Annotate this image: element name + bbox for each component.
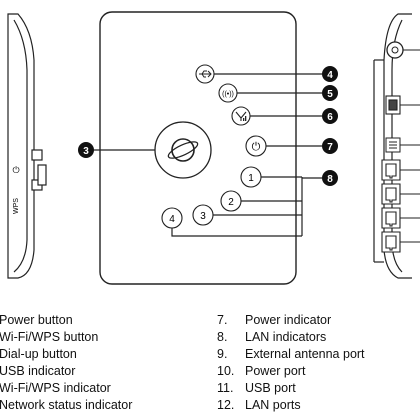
svg-text:4: 4 (327, 70, 333, 81)
legend-item-11: 11.USB port (217, 381, 296, 395)
right-side-view (373, 13, 412, 279)
svg-text:1: 1 (248, 173, 254, 184)
legend-item-1: Power button (0, 313, 73, 327)
lan-ports (381, 159, 401, 253)
legend-item-7: 7.Power indicator (217, 313, 332, 327)
callout-4: 4 (322, 66, 338, 82)
svg-text:2: 2 (228, 197, 234, 208)
svg-text:6: 6 (327, 112, 333, 123)
power-indicator-icon: ⏻ (245, 135, 267, 157)
usb-port (385, 95, 401, 115)
svg-text:3: 3 (83, 146, 89, 157)
power-port (385, 137, 401, 153)
usb-indicator-icon (195, 64, 215, 84)
dial-up-button (154, 121, 212, 179)
router-diagram: ⏻ WPS ((•)) ⏻ 1 2 3 4 (7, 11, 420, 285)
callout-8: 8 (322, 170, 338, 186)
callout-7: 7 (322, 138, 338, 154)
legend-item-9: 9.External antenna port (217, 347, 365, 361)
lan-indicator-1: 1 (240, 166, 262, 188)
svg-text:8: 8 (327, 174, 333, 185)
legend: Power button Wi-Fi/WPS button Dial-up bu… (0, 312, 420, 420)
lan-indicator-2: 2 (220, 190, 242, 212)
callout-3: 3 (78, 142, 94, 158)
external-antenna-port (386, 41, 404, 59)
left-side-view (7, 13, 47, 279)
legend-item-2: Wi-Fi/WPS button (0, 330, 99, 344)
svg-text:4: 4 (169, 214, 175, 225)
lan-indicator-4: 4 (161, 207, 183, 229)
legend-item-4: USB indicator (0, 364, 76, 378)
legend-item-8: 8.LAN indicators (217, 330, 327, 344)
power-icon-text: ⏻ (252, 141, 261, 153)
power-symbol-label: ⏻ (12, 165, 19, 175)
legend-item-12: 12.LAN ports (217, 398, 301, 412)
right-leader-lines (400, 49, 420, 243)
callout-5: 5 (322, 85, 338, 101)
signal-indicator-icon (231, 106, 251, 126)
lan-indicator-3: 3 (192, 204, 214, 226)
legend-item-3: Dial-up button (0, 347, 77, 361)
legend-item-5: Wi-Fi/WPS indicator (0, 381, 111, 395)
wps-side-label: WPS (13, 198, 20, 214)
leader-lines (94, 73, 322, 237)
legend-item-6: Network status indicator (0, 398, 133, 412)
wifi-icon-text: ((•)) (222, 91, 234, 98)
svg-text:5: 5 (327, 89, 333, 100)
globe-icon (171, 138, 195, 162)
svg-text:7: 7 (327, 142, 333, 153)
callout-6: 6 (322, 108, 338, 124)
legend-item-10: 10.Power port (217, 364, 306, 378)
svg-text:3: 3 (200, 211, 206, 222)
wifi-indicator-icon: ((•)) (218, 83, 238, 103)
